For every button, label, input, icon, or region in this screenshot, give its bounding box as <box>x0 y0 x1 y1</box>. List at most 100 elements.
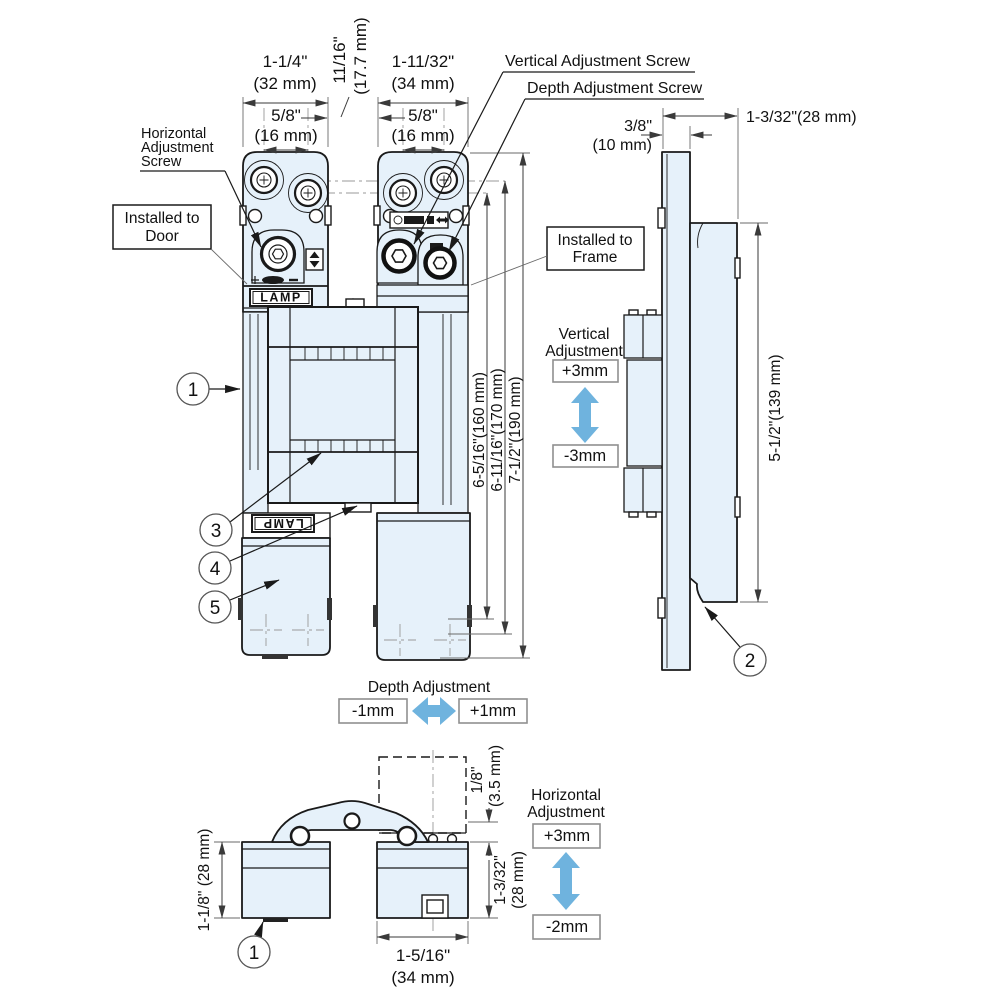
block-bottom-tab <box>263 918 288 922</box>
dim-frame-depth-mm: (28 mm) <box>510 851 527 909</box>
depth-minus-value: -1mm <box>352 702 394 720</box>
dim-height-160: 6-5/16"(160 mm) <box>471 372 488 488</box>
dim-door-thickness: 1-1/8" (28 mm) <box>196 829 213 932</box>
depth-plus-box <box>458 698 528 724</box>
frame-plate <box>373 151 470 514</box>
strip-notch <box>657 597 666 619</box>
frame-lower-block <box>373 512 472 661</box>
horizontal-screw-label-2: Adjustment <box>141 140 214 156</box>
door-section-dashed <box>378 756 467 834</box>
block-tab <box>467 605 472 627</box>
pivot-pin <box>289 825 311 847</box>
callout-1-text: 1 <box>188 380 199 401</box>
depth-minus-box <box>338 698 408 724</box>
horizontal-plus-value: +3mm <box>544 827 590 845</box>
plate-latch <box>734 257 741 279</box>
door-plate-pin-hole-left <box>247 208 263 224</box>
dim-side-height: 5-1/2"(139 mm) <box>767 354 784 461</box>
vertical-minus-value: -3mm <box>564 447 606 465</box>
block-tab <box>373 605 378 627</box>
callout-4: 4 <box>198 505 358 585</box>
depth-adjustment-screw-label: Depth Adjustment Screw <box>527 80 703 97</box>
block-bottom-tab <box>262 655 288 659</box>
horizontal-adjustment-title-1: Horizontal <box>531 787 601 804</box>
case-segment-ticks <box>304 347 384 452</box>
door-plate-pin-hole-right <box>308 208 324 224</box>
vertical-minus-box <box>552 444 619 468</box>
installed-frame-line2: Frame <box>573 249 618 266</box>
dim-frame-screw-mm: (16 mm) <box>391 126 454 145</box>
adjustment-marking-plate <box>389 211 449 229</box>
vertical-adjustment-title-1: Vertical <box>559 326 610 343</box>
callout-5: 5 <box>198 579 280 624</box>
horizontal-screw-label-1: Horizontal <box>141 126 206 142</box>
frame-plate-screw-top-left <box>383 173 423 213</box>
hinge-case <box>267 298 419 513</box>
horizontal-adjustment-screw <box>251 229 305 284</box>
horizontal-plus-box <box>532 823 601 849</box>
vertical-adjustment-title-2: Adjustment <box>545 343 623 360</box>
vertical-adjustment-screw-label: Vertical Adjustment Screw <box>505 53 690 70</box>
depth-plus-value: +1mm <box>470 702 516 720</box>
plus-mark <box>251 276 259 284</box>
door-plate-edge-notch-right <box>324 205 332 226</box>
side-mount-strip <box>661 151 691 671</box>
side-frame-plate <box>689 222 738 603</box>
hinge-arm <box>271 800 429 847</box>
dim-lip-mm: (10 mm) <box>592 137 652 154</box>
dim-frame-depth-in: 1-3/32" <box>492 855 509 904</box>
callout-3: 3 <box>199 452 322 547</box>
door-lower-block: LAMP <box>238 512 332 659</box>
callout-1-bottom-text: 1 <box>249 943 260 964</box>
bottom-left-block <box>241 841 331 922</box>
vertical-double-arrow-icon <box>552 852 580 910</box>
horizontal-adjustment-title-2: Adjustment <box>527 804 605 821</box>
horizontal-double-arrow-icon <box>412 697 456 725</box>
dim-frame-screw-in: 5/8" <box>408 106 438 125</box>
installed-door-line2: Door <box>145 228 179 245</box>
horizontal-minus-box <box>532 914 601 940</box>
callout-2-text: 2 <box>745 651 756 672</box>
callout-1-bottom: 1 <box>237 921 271 969</box>
frame-plate-screw-top-right <box>424 160 464 200</box>
depth-adjustment-title: Depth Adjustment <box>368 679 491 696</box>
block-tab <box>238 598 243 620</box>
dim-gap-mm: (17.7 mm) <box>351 17 370 94</box>
front-height-dimensions: 6-5/16"(160 mm) 6-11/16"(170 mm) 7-1/2"(… <box>440 152 530 659</box>
pivot-pin <box>396 825 418 847</box>
dim-frame-width-in: 1-11/32" <box>392 52 454 71</box>
installed-to-door-label: Installed to Door <box>112 204 248 285</box>
dim-height-190: 7-1/2"(190 mm) <box>507 376 524 483</box>
dim-frame-width-in: 1-5/16" <box>396 946 450 965</box>
callout-5-text: 5 <box>210 598 221 619</box>
frame-plate-edge-notch-left <box>373 205 381 226</box>
bottom-view: 1-1/8" (28 mm) 1/8" (3.5 mm) 1-3/32" (28… <box>196 745 527 987</box>
bottom-view-dimensions: 1-1/8" (28 mm) 1/8" (3.5 mm) 1-3/32" (28… <box>196 745 527 987</box>
adjust-dial-icon <box>262 276 284 284</box>
lamp-logo-lower: LAMP <box>251 514 315 533</box>
side-view-dimensions: 1-3/32"(28 mm) 3/8" (10 mm) 5-1/2"(139 m… <box>592 108 857 603</box>
dim-door-screw-mm: (16 mm) <box>254 126 317 145</box>
dim-door-screw-in: 5/8" <box>271 106 301 125</box>
case-bottom-tab <box>344 502 372 513</box>
installed-frame-line1: Installed to <box>558 232 633 249</box>
vertical-double-arrow-icon <box>571 387 599 443</box>
center-pin <box>343 812 361 830</box>
front-top-dimensions: 1-1/4" (32 mm) 1-11/32" (34 mm) 11/16" (… <box>242 17 469 154</box>
vertical-adjustment-indicator: Vertical Adjustment +3mm -3mm <box>545 326 623 468</box>
installed-door-line1: Installed to <box>125 210 200 227</box>
dim-frame-width-mm: (34 mm) <box>391 74 454 93</box>
dim-offset-mm: (3.5 mm) <box>487 745 504 807</box>
frame-plate-pin-hole-right <box>448 208 464 224</box>
up-down-icon <box>305 248 324 271</box>
dim-plate-depth: 1-3/32"(28 mm) <box>746 109 857 126</box>
door-plate-screw-top-right <box>288 173 328 213</box>
vertical-plus-value: +3mm <box>562 362 608 380</box>
depth-adjustment-screw <box>417 234 464 286</box>
callout-1-front: 1 <box>176 372 241 406</box>
left-right-arrow-icon <box>436 216 449 224</box>
depth-adjustment-indicator: Depth Adjustment -1mm +1mm <box>338 679 528 725</box>
block-tab <box>327 598 332 620</box>
